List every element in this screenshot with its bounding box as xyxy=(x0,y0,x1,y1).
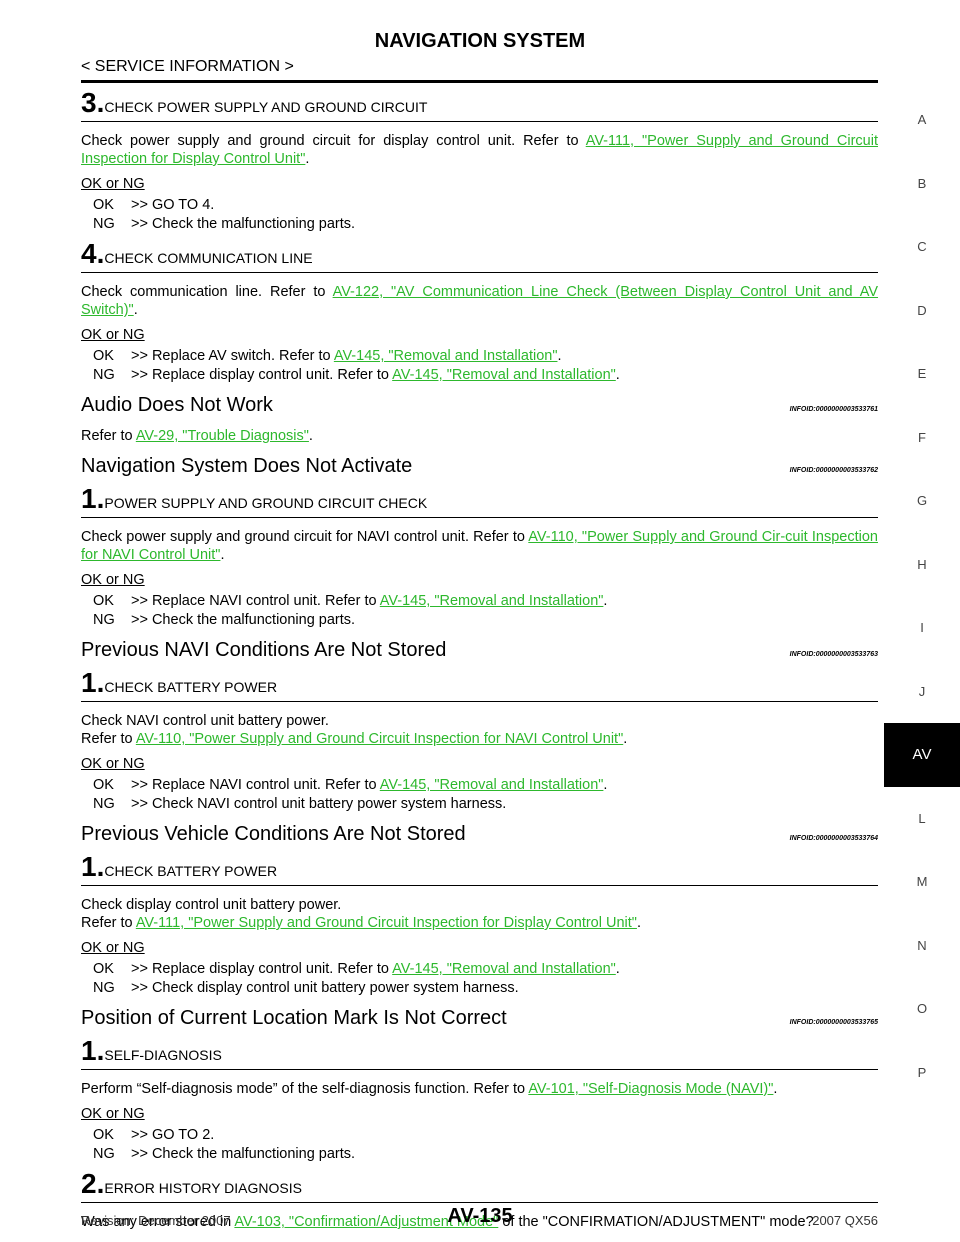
position-step-1-heading: 1. SELF-DIAGNOSIS xyxy=(81,1036,878,1070)
prev-navi-results: OK>> Replace NAVI control unit. Refer to… xyxy=(93,777,608,812)
tab-n[interactable]: N xyxy=(917,937,927,953)
info-id: INFOID:0000000003533764 xyxy=(789,835,878,842)
link-av-110[interactable]: AV-110, "Power Supply and Ground Cir-cui… xyxy=(81,529,878,563)
step-title: CHECK BATTERY POWER xyxy=(104,679,278,695)
main-content: 3. CHECK POWER SUPPLY AND GROUND CIRCUIT… xyxy=(81,82,878,1231)
step-number: 1. xyxy=(81,851,105,882)
tab-h[interactable]: H xyxy=(917,556,927,572)
step-number: 2. xyxy=(81,1168,105,1199)
section-title: Previous Vehicle Conditions Are Not Stor… xyxy=(81,823,466,845)
link-av-103[interactable]: AV-103, "Confirmation/Adjustment Mode" xyxy=(234,1214,499,1230)
section-title: Previous NAVI Conditions Are Not Stored xyxy=(81,639,447,661)
section-title: Position of Current Location Mark Is Not… xyxy=(81,1007,507,1029)
step-title: SELF-DIAGNOSIS xyxy=(104,1047,222,1063)
link-av-111[interactable]: AV-111, "Power Supply and Ground Circuit… xyxy=(135,915,637,931)
tab-d[interactable]: D xyxy=(917,302,927,318)
ok-ng-label: OK or NG xyxy=(81,572,145,588)
link-av-101[interactable]: AV-101, "Self-Diagnosis Mode (NAVI)" xyxy=(528,1081,774,1097)
step-title: CHECK BATTERY POWER xyxy=(104,863,278,879)
navi-step-1-text: Check power supply and ground circuit fo… xyxy=(81,529,878,563)
tab-i[interactable]: I xyxy=(920,620,924,636)
link-av-122[interactable]: AV-122, "AV Communication Line Check (Be… xyxy=(81,284,879,318)
link-av-111[interactable]: AV-111, "Power Supply and Ground Circuit… xyxy=(81,133,879,167)
link-av-29[interactable]: AV-29, "Trouble Diagnosis" xyxy=(135,428,309,444)
step-title: CHECK COMMUNICATION LINE xyxy=(104,250,313,266)
info-id: INFOID:0000000003533763 xyxy=(789,651,878,658)
step-title: CHECK POWER SUPPLY AND GROUND CIRCUIT xyxy=(104,99,428,115)
step-4-text: Check communication line. Refer to AV-12… xyxy=(81,284,879,318)
navi-results: OK>> Replace NAVI control unit. Refer to… xyxy=(93,593,608,628)
tab-g[interactable]: G xyxy=(916,493,928,509)
link-av-145[interactable]: AV-145, "Removal and Installation" xyxy=(333,348,558,364)
prev-vehicle-step-1-heading: 1. CHECK BATTERY POWER xyxy=(81,852,878,886)
link-av-110[interactable]: AV-110, "Power Supply and Ground Circuit… xyxy=(135,731,624,747)
tab-l[interactable]: L xyxy=(918,810,926,826)
tab-p[interactable]: P xyxy=(917,1064,927,1080)
ok-ng-label: OK or NG xyxy=(81,176,145,192)
tab-c[interactable]: C xyxy=(917,239,927,255)
tab-b[interactable]: B xyxy=(917,175,927,191)
link-av-145[interactable]: AV-145, "Removal and Installation" xyxy=(379,777,604,793)
ok-ng-label: OK or NG xyxy=(81,1106,145,1122)
header-rule xyxy=(81,80,878,83)
step-number: 1. xyxy=(81,1035,105,1066)
tab-f[interactable]: F xyxy=(918,429,926,445)
prev-vehicle-results: OK>> Replace display control unit. Refer… xyxy=(93,961,620,996)
step-number: 3. xyxy=(81,87,105,118)
step-3-results: OK>> GO TO 4. NG>> Check the malfunction… xyxy=(93,197,356,232)
ok-ng-label: OK or NG xyxy=(81,940,145,956)
step-number: 1. xyxy=(81,483,105,514)
ok-ng-label: OK or NG xyxy=(81,756,145,772)
tab-e[interactable]: E xyxy=(917,366,927,382)
section-title: Navigation System Does Not Activate xyxy=(81,455,413,477)
audio-text: Refer to AV-29, "Trouble Diagnosis". xyxy=(81,428,313,444)
prev-navi-text: Check NAVI control unit battery power. R… xyxy=(81,713,628,747)
prev-vehicle-text: Check display control unit battery power… xyxy=(81,897,641,931)
page-title: NAVIGATION SYSTEM xyxy=(374,30,586,52)
step-title: ERROR HISTORY DIAGNOSIS xyxy=(104,1180,302,1196)
footer-page-number: AV-135 xyxy=(447,1205,513,1227)
step-title: POWER SUPPLY AND GROUND CIRCUIT CHECK xyxy=(104,495,428,511)
step-number: 1. xyxy=(81,667,105,698)
section-position-mark: Position of Current Location Mark Is Not… xyxy=(81,1007,878,1030)
section-prev-vehicle: Previous Vehicle Conditions Are Not Stor… xyxy=(81,823,878,846)
step-3-text: Check power supply and ground circuit fo… xyxy=(81,133,879,167)
step-3-heading: 3. CHECK POWER SUPPLY AND GROUND CIRCUIT xyxy=(81,88,878,122)
page-subtitle: < SERVICE INFORMATION > xyxy=(81,58,294,75)
info-id: INFOID:0000000003533765 xyxy=(789,1019,878,1026)
link-av-145[interactable]: AV-145, "Removal and Installation" xyxy=(379,593,604,609)
tab-j[interactable]: J xyxy=(918,683,926,699)
step-4-heading: 4. CHECK COMMUNICATION LINE xyxy=(81,239,878,273)
tab-av[interactable]: AV xyxy=(884,723,960,787)
tab-o[interactable]: O xyxy=(916,1001,928,1017)
link-av-145[interactable]: AV-145, "Removal and Installation" xyxy=(392,366,616,383)
section-tabs: A B C D E F G H I J AV L M N O P xyxy=(884,88,960,1104)
position-step-1-text: Perform “Self-diagnosis mode” of the sel… xyxy=(81,1081,778,1097)
info-id: INFOID:0000000003533762 xyxy=(789,467,878,474)
link-av-145[interactable]: AV-145, "Removal and Installation" xyxy=(392,961,616,977)
ok-ng-label: OK or NG xyxy=(81,327,145,343)
prev-navi-step-1-heading: 1. CHECK BATTERY POWER xyxy=(81,668,878,702)
section-audio: Audio Does Not Work INFOID:0000000003533… xyxy=(81,394,878,417)
footer-revision: Revision: December 2007 xyxy=(81,1213,231,1228)
step-number: 4. xyxy=(81,238,105,269)
section-navi-activate: Navigation System Does Not Activate INFO… xyxy=(81,455,878,478)
position-step-2-heading: 2. ERROR HISTORY DIAGNOSIS xyxy=(81,1169,878,1203)
footer-model: 2007 QX56 xyxy=(812,1213,878,1228)
position-step-2-text: Was any error stored in AV-103, "Confirm… xyxy=(81,1214,814,1230)
section-title: Audio Does Not Work xyxy=(81,394,273,416)
tab-a[interactable]: A xyxy=(917,112,927,128)
position-results: OK>> GO TO 2. NG>> Check the malfunction… xyxy=(93,1127,356,1162)
navi-step-1-heading: 1. POWER SUPPLY AND GROUND CIRCUIT CHECK xyxy=(81,484,878,518)
info-id: INFOID:0000000003533761 xyxy=(789,406,878,413)
tab-m[interactable]: M xyxy=(916,874,928,890)
section-prev-navi: Previous NAVI Conditions Are Not Stored … xyxy=(81,639,878,662)
step-4-results: OK>> Replace AV switch. Refer to AV-145,… xyxy=(93,348,620,383)
